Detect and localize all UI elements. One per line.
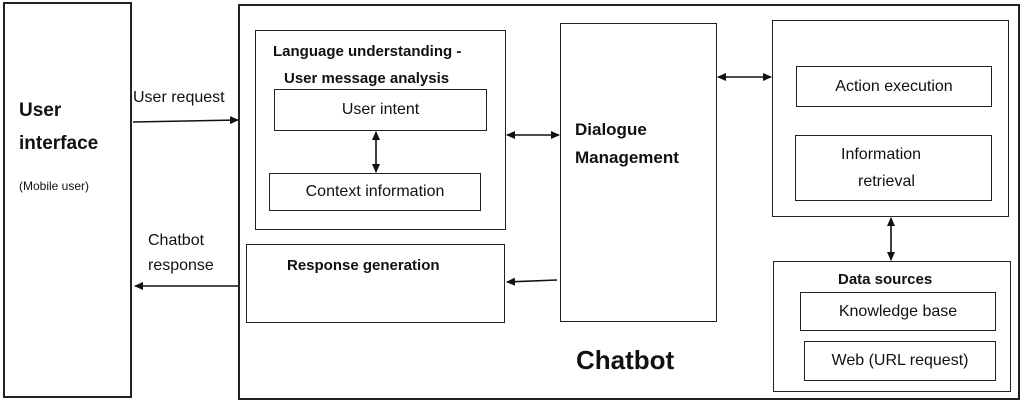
language-understanding-title-line1: Language understanding - (273, 43, 462, 60)
information-retrieval-label-line2: retrieval (858, 173, 915, 190)
web-url-request-label: Web (URL request) (831, 352, 969, 369)
user-interface-subtitle: (Mobile user) (19, 179, 90, 193)
user-request-arrow (132, 116, 239, 125)
action-execution-label: Action execution (835, 77, 953, 95)
information-retrieval-label-line1: Information (841, 146, 922, 163)
user-request-label: User request (133, 89, 225, 106)
context-information-label: Context information (305, 183, 445, 200)
user-interface-box: User interface (Mobile user) (3, 2, 132, 398)
response-generation-box: Response generation (246, 244, 505, 323)
knowledge-base-box: Knowledge base (800, 292, 996, 331)
user-intent-box: User intent (274, 89, 487, 131)
dialogue-management-label-line1: Dialogue (575, 120, 647, 139)
chatbot-response-label-line2: response (148, 257, 214, 274)
dialogue-management-box: Dialogue Management (560, 23, 717, 322)
chatbot-label: Chatbot (576, 345, 675, 375)
language-understanding-title-line2: User message analysis (284, 70, 450, 87)
chatbot-response-label-line1: Chatbot (148, 232, 205, 249)
dialogue-management-label-line2: Management (575, 148, 679, 167)
action-execution-box: Action execution (796, 66, 992, 107)
data-sources-title: Data sources (838, 271, 933, 288)
information-retrieval-box: Information retrieval (795, 135, 992, 201)
response-generation-label: Response generation (287, 257, 440, 274)
user-interface-title-line2: interface (19, 133, 99, 154)
knowledge-base-label: Knowledge base (838, 302, 958, 320)
user-interface-title-line1: User (19, 100, 62, 121)
user-intent-label: User intent (341, 101, 420, 118)
web-url-request-box: Web (URL request) (804, 341, 996, 381)
context-information-box: Context information (269, 173, 481, 211)
